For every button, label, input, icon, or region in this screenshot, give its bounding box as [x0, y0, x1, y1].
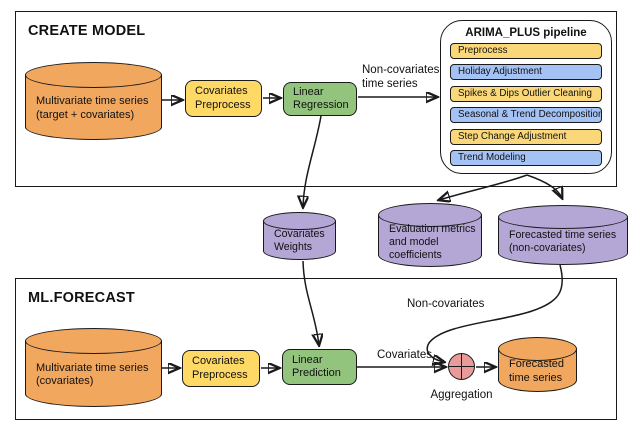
label-line: Weights	[274, 240, 313, 253]
cylinder-label: Covariates Weights	[274, 226, 334, 255]
label-line: Prediction	[292, 367, 341, 379]
label-line: Non-covariates	[362, 64, 440, 76]
aggregation-label: Aggregation	[430, 389, 493, 401]
cylinder-label: Forecasted time series	[509, 356, 575, 387]
covariates-label: Covariates	[377, 349, 432, 361]
covariates-preprocess-node-forecast: Covariates Preprocess	[182, 350, 260, 387]
cylinder-top-ellipse	[25, 328, 162, 354]
label-line: Linear	[292, 353, 323, 366]
label-line: Covariates	[192, 355, 245, 367]
label-line: Preprocess	[195, 98, 251, 111]
arima-plus-pipeline: ARIMA_PLUS pipeline Preprocess Holiday A…	[440, 20, 612, 174]
cylinder-top-ellipse	[263, 212, 336, 230]
cylinder-label: Forecasted time series (non-covariates)	[509, 224, 626, 260]
label-line: Covariates	[195, 85, 248, 97]
covariates-preprocess-node: Covariates Preprocess	[185, 80, 262, 117]
label-line: Forecasted time series	[509, 229, 617, 242]
label-line: Covariates	[274, 227, 325, 240]
create-model-title: CREATE MODEL	[28, 23, 146, 39]
evaluation-metrics-cylinder: Evaluation metrics and model coefficient…	[378, 203, 482, 267]
covariates-weights-cylinder: Covariates Weights	[263, 212, 336, 260]
label-line: Linear	[293, 85, 324, 98]
multivariate-target-cylinder: Multivariate time series (target + covar…	[25, 62, 162, 140]
cylinder-body	[25, 75, 162, 140]
linear-regression-node: Linear Regression	[283, 82, 357, 116]
pipeline-step-trend-modeling: Trend Modeling	[450, 149, 602, 166]
pipeline-step-spikes-dips: Spikes & Dips Outlier Cleaning	[450, 85, 602, 102]
label-line: Regression	[293, 99, 349, 111]
noncovariates-label: Non-covariates	[407, 298, 485, 310]
label-line: (non-covariates)	[509, 242, 586, 255]
pipeline-step-preprocess: Preprocess	[450, 43, 602, 59]
cylinder-top-ellipse	[25, 62, 162, 88]
pipeline-step-step-change: Step Change Adjustment	[450, 128, 602, 145]
noncovariates-timeseries-label: Non-covariates time series	[362, 64, 439, 91]
multivariate-covariates-cylinder: Multivariate time series (covariates)	[25, 328, 162, 407]
pipeline-step-holiday-adjustment: Holiday Adjustment	[450, 64, 602, 81]
cylinder-label: Multivariate time series (target + covar…	[36, 83, 160, 135]
forecasted-timeseries-cylinder: Forecasted time series	[498, 337, 577, 392]
label-line: Preprocess	[192, 368, 248, 381]
label-line: Evaluation metrics	[389, 222, 476, 235]
label-line: Multivariate time series	[36, 95, 149, 108]
plus-icon	[449, 365, 474, 368]
label-line: (target + covariates)	[36, 108, 135, 121]
linear-prediction-node: Linear Prediction	[282, 349, 357, 385]
label-line: Multivariate time series	[36, 361, 149, 374]
cylinder-top-ellipse	[378, 203, 482, 227]
cylinder-label: Evaluation metrics and model coefficient…	[389, 222, 480, 262]
pipeline-step-seasonal-trend: Seasonal & Trend Decomposition	[450, 107, 602, 124]
label-line: coefficients	[389, 248, 442, 261]
pipeline-steps: Preprocess Holiday Adjustment Spikes & D…	[441, 39, 611, 166]
label-line: time series	[362, 77, 418, 90]
ml-forecast-title: ML.FORECAST	[28, 290, 135, 306]
label-line: and model	[389, 235, 439, 248]
pipeline-title: ARIMA_PLUS pipeline	[465, 27, 587, 39]
cylinder-label: Multivariate time series (covariates)	[36, 349, 160, 402]
label-line: Forecasted	[509, 358, 565, 371]
forecast-noncovariates-cylinder: Forecasted time series (non-covariates)	[498, 205, 628, 265]
label-line: time series	[509, 371, 563, 384]
cylinder-top-ellipse	[498, 205, 628, 229]
label-line: (covariates)	[36, 375, 94, 388]
aggregation-node	[448, 353, 475, 380]
